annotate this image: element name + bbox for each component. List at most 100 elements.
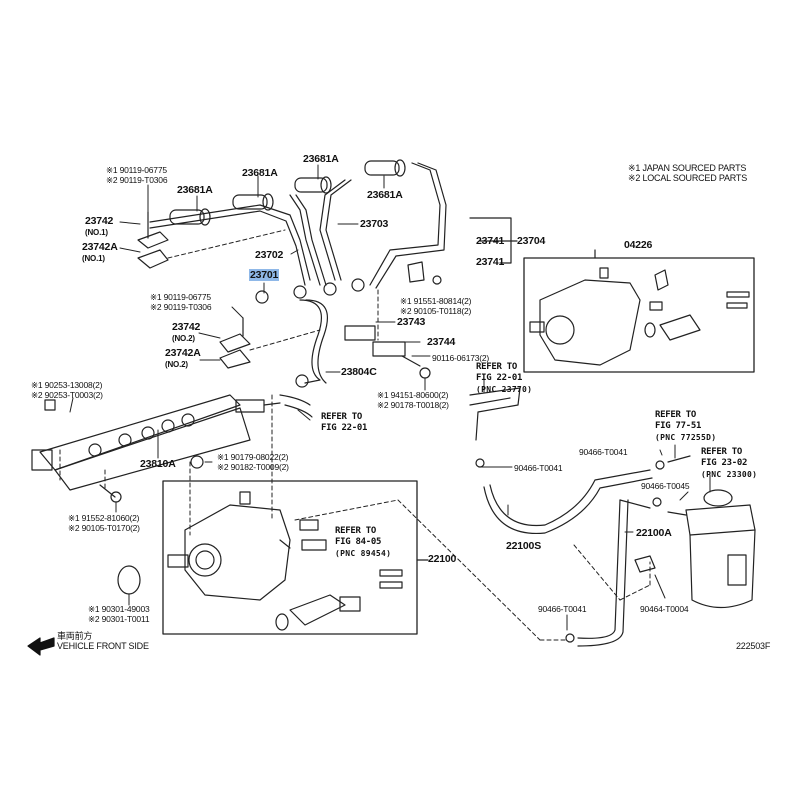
nozzle-23681A-label-b[interactable]: 23681A [242, 167, 278, 179]
pipe-23701-label[interactable]: 23701 [249, 269, 280, 281]
bolt-mid-label-jp: ※1 90119-06775 [150, 292, 211, 302]
nozzle-holders [169, 159, 406, 226]
pump-assy-04226-label[interactable]: 04226 [624, 239, 653, 251]
refer-line-2: FIG 22-01 [476, 373, 523, 383]
hose-22100S-shape [489, 469, 651, 527]
pipe-23804C-label[interactable]: 23804C [341, 366, 377, 378]
clip-90466-T0045-label[interactable]: 90466-T0045 [641, 481, 690, 491]
bolt-top-label-local: ※2 90119-T0306 [106, 175, 168, 185]
refer-line-2: FIG 77-51 [655, 421, 702, 431]
refer-line-2: FIG 84-05 [335, 537, 382, 547]
hose-22100A-label[interactable]: 22100A [636, 527, 672, 539]
oring-label-jp: ※1 90301-49003 [88, 604, 150, 614]
plug-left-label-local: ※2 90253-T0003(2) [31, 390, 103, 400]
clamp-23742A-no1-label[interactable]: 23742A (NO.1) [82, 242, 118, 264]
bolt-right-label[interactable]: ※1 91551-80814(2) ※2 90105-T0118(2) [400, 296, 472, 316]
common-rail-23810A-shape [31, 394, 313, 503]
bolt-top-label-jp: ※1 90119-06775 [106, 165, 167, 175]
clip-90464-T0004-label[interactable]: 90464-T0004 [640, 604, 689, 614]
bolt-mid-label-local: ※2 90119-T0306 [150, 302, 212, 312]
clamp-23743-label[interactable]: 23743 [397, 316, 426, 328]
refer-pnc: (PNC 77255D) [655, 433, 717, 442]
refer-line-2: FIG 22-01 [321, 423, 368, 433]
oring-label[interactable]: ※1 90301-49003 ※2 90301-T0011 [88, 604, 150, 624]
assy-23704-label[interactable]: 23704 [517, 235, 546, 247]
refer-line-1: REFER TO [321, 412, 362, 422]
nozzle-23681A-label-c[interactable]: 23681A [303, 153, 339, 165]
nozzle-23681A-label-a[interactable]: 23681A [177, 184, 213, 196]
refer-fig-22-01-pnc-23770[interactable]: REFER TO FIG 22-01 (PNC 23770) [476, 362, 532, 395]
highlighted-part-number: 23701 [249, 269, 280, 281]
nut-rail-label[interactable]: ※1 90179-08022(2) ※2 90182-T0009(2) [217, 452, 289, 472]
refer-line-1: REFER TO [476, 362, 517, 372]
vehicle-front-en: VEHICLE FRONT SIDE [57, 641, 149, 651]
refer-pnc: (PNC 23770) [476, 385, 533, 394]
part-note: (NO.1) [82, 254, 105, 263]
nozzle-23681A-label-d[interactable]: 23681A [367, 189, 403, 201]
injection-pipes [149, 162, 447, 388]
refer-line-2: FIG 23-02 [701, 458, 748, 468]
pump-22100-label[interactable]: 22100 [428, 553, 457, 565]
supply-pump-22100-shape [167, 491, 403, 631]
refer-fig-84-05[interactable]: REFER TO FIG 84-05 (PNC 89454) [335, 526, 391, 559]
bolt-right-label-jp: ※1 91551-80814(2) [400, 296, 472, 306]
rail-23810A-label[interactable]: 23810A [140, 458, 176, 470]
clamp-23741-lower-label[interactable]: 23741 [476, 256, 505, 268]
plug-left-label[interactable]: ※1 90253-13008(2) ※2 90253-T0003(2) [31, 380, 103, 400]
refer-fig-23-02[interactable]: REFER TO FIG 23-02 (PNC 23300) [701, 447, 757, 480]
bolt-right-label-local: ※2 90105-T0118(2) [400, 306, 472, 316]
clamp-23744-label[interactable]: 23744 [427, 336, 456, 348]
clamp-23741-upper-label[interactable]: 23741 [476, 235, 505, 247]
refer-pnc: (PNC 89454) [335, 549, 392, 558]
refer-fig-22-01[interactable]: REFER TO FIG 22-01 [321, 412, 367, 434]
refer-fig-77-51[interactable]: REFER TO FIG 77-51 (PNC 77255D) [655, 410, 716, 443]
oring-label-local: ※2 90301-T0011 [88, 614, 150, 624]
clip-90466-T0041-label-c[interactable]: 90466-T0041 [538, 604, 587, 614]
pipe-23703-label[interactable]: 23703 [360, 218, 389, 230]
clamp-shapes [137, 211, 442, 379]
plug-left-label-jp: ※1 90253-13008(2) [31, 380, 103, 390]
hose-22100S-label[interactable]: 22100S [506, 540, 542, 552]
part-number: 23742 [85, 215, 114, 227]
part-note: (NO.2) [172, 334, 195, 343]
bolt-rail-label-jp: ※1 91552-81060(2) [68, 513, 140, 523]
part-number: 23742 [172, 321, 201, 333]
pipe-23804C-shape [299, 299, 322, 384]
refer-line-1: REFER TO [335, 526, 376, 536]
bolt-90116-label[interactable]: 90116-06173(2) [432, 353, 490, 363]
arrow-left-icon [27, 637, 55, 656]
figure-code: 222503F [736, 641, 771, 651]
clamp-23742-no1-label[interactable]: 23742 (NO.1) [85, 216, 113, 238]
bolt-rail-label-local: ※2 90105-T0170(2) [68, 523, 140, 533]
refer-pnc: (PNC 23300) [701, 470, 758, 479]
bolt-top-label[interactable]: ※1 90119-06775 ※2 90119-T0306 [106, 165, 168, 185]
refer-line-1: REFER TO [701, 447, 742, 457]
part-number: 23742A [165, 347, 201, 359]
nut-rail-label-jp: ※1 90179-08022(2) [217, 452, 289, 462]
clip-90466-T0041-label-a[interactable]: 90466-T0041 [579, 447, 628, 457]
pump-assy-04226-frame [523, 257, 755, 373]
supply-pump-04226-shape [529, 267, 750, 366]
bolt-rail-label[interactable]: ※1 91552-81060(2) ※2 90105-T0170(2) [68, 513, 140, 533]
bracket-23704-line [469, 217, 518, 264]
clamp-23742A-no2-label[interactable]: 23742A (NO.2) [165, 348, 201, 370]
nut-right-label[interactable]: ※1 94151-80600(2) ※2 90178-T0018(2) [377, 390, 449, 410]
bolt-mid-label[interactable]: ※1 90119-06775 ※2 90119-T0306 [150, 292, 212, 312]
vehicle-front-jp: 車両前方 [57, 631, 93, 641]
guide-lines [59, 229, 651, 641]
oring-shape [117, 565, 141, 595]
part-note: (NO.1) [85, 228, 108, 237]
nut-right-label-local: ※2 90178-T0018(2) [377, 400, 449, 410]
legend-line-1: ※1 JAPAN SOURCED PARTS [628, 163, 747, 173]
clamp-23742-no2-label[interactable]: 23742 (NO.2) [172, 322, 200, 344]
part-note: (NO.2) [165, 360, 188, 369]
refer-line-1: REFER TO [655, 410, 696, 420]
leader-lines [69, 164, 711, 631]
fuel-hoses [469, 387, 691, 647]
legend-line-2: ※2 LOCAL SOURCED PARTS [628, 173, 748, 183]
fuel-filter-shape [667, 489, 756, 609]
hose-22100A-shape [577, 499, 621, 639]
pipe-23702-label[interactable]: 23702 [255, 249, 284, 261]
clip-90466-T0041-label-b[interactable]: 90466-T0041 [514, 463, 563, 473]
